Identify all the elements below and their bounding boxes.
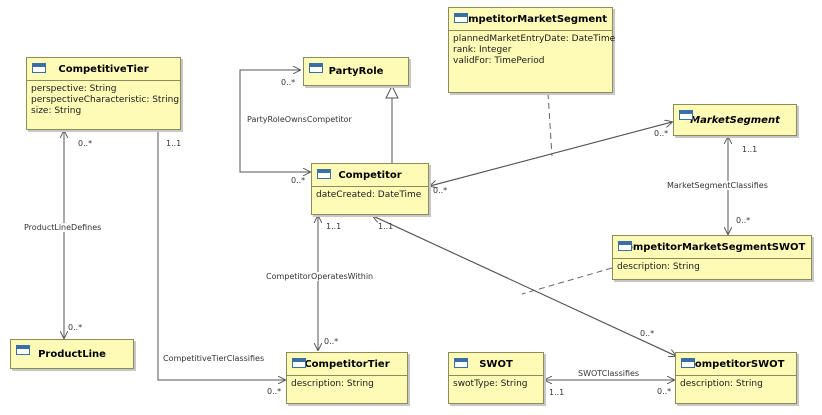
class-name: CompetitorMarketSegmentSWOT [618, 241, 806, 253]
class-icon [681, 358, 695, 368]
multiplicity: 0..* [654, 129, 669, 138]
class-name: SWOT [479, 358, 513, 370]
attribute: description: String [680, 379, 763, 389]
class-icon [454, 13, 468, 23]
class-icon [618, 241, 632, 251]
multiplicity: 0..* [281, 78, 296, 87]
class-product-line[interactable]: ProductLine [10, 339, 134, 369]
assoc-competitive-tier-classifies [157, 131, 285, 380]
class-icon [679, 110, 693, 120]
generalization-triangle [385, 84, 399, 99]
multiplicity: 1..1 [166, 139, 182, 148]
multiplicity: 0..* [736, 216, 751, 225]
class-competitor-market-segment-swot[interactable]: CompetitorMarketSegmentSWOT description:… [612, 235, 812, 280]
association-label: MarketSegmentClassifies [667, 181, 768, 190]
association-label: PartyRoleOwnsCompetitor [247, 115, 352, 124]
class-competitor-swot[interactable]: CompetitorSWOT description: String [675, 352, 797, 404]
multiplicity: 0..* [267, 387, 282, 396]
multiplicity: 0..* [78, 139, 93, 148]
class-name: Competitor [338, 169, 402, 181]
association-label: CompetitiveTierClassifies [163, 354, 265, 363]
attribute: size: String [31, 106, 82, 116]
attribute: dateCreated: DateTime [316, 190, 422, 200]
class-swot[interactable]: SWOT swotType: String [448, 352, 544, 404]
attribute: swotType: String [453, 379, 528, 389]
class-icon [317, 169, 331, 179]
attribute: validFor: TimePeriod [453, 56, 545, 66]
attribute: description: String [617, 262, 700, 272]
multiplicity: 0..* [324, 337, 339, 346]
class-icon [16, 345, 30, 355]
assoc-class-link-cms [547, 92, 553, 157]
class-party-role[interactable]: PartyRole [303, 57, 409, 86]
class-name: CompetitorMarketSegment [453, 13, 608, 25]
multiplicity: 1..1 [742, 145, 758, 154]
class-competitive-tier[interactable]: CompetitiveTier perspective: String pers… [26, 57, 181, 130]
class-competitor[interactable]: Competitor dateCreated: DateTime [311, 163, 429, 215]
attribute: rank: Integer [453, 45, 512, 55]
class-market-segment[interactable]: MarketSegment [673, 104, 797, 136]
association-label: SWOTClassifies [578, 369, 640, 378]
class-name: MarketSegment [690, 114, 780, 126]
class-icon [32, 63, 46, 73]
assoc-class-link-cmsswot [521, 267, 613, 295]
attribute: description: String [291, 379, 374, 389]
attribute: perspectiveCharacteristic: String [31, 95, 180, 105]
class-icon [309, 63, 323, 73]
association-label: ProductLineDefines [24, 223, 102, 232]
class-icon [292, 358, 306, 368]
attribute: plannedMarketEntryDate: DateTime [453, 34, 616, 44]
class-name: CompetitorSWOT [687, 358, 785, 370]
multiplicity: 1..1 [549, 388, 565, 397]
assoc-competitor-market-segment-back [430, 121, 673, 186]
class-name: ProductLine [38, 348, 106, 360]
class-name: CompetitiveTier [58, 63, 149, 75]
class-name: CompetitorTier [304, 358, 390, 370]
multiplicity: 0..* [68, 323, 83, 332]
class-competitor-market-segment[interactable]: CompetitorMarketSegment plannedMarketEnt… [448, 7, 616, 93]
class-name: PartyRole [328, 66, 384, 77]
multiplicity: 0..* [657, 387, 672, 396]
class-competitor-tier[interactable]: CompetitorTier description: String [286, 352, 408, 404]
multiplicity: 0..* [291, 176, 306, 185]
multiplicity: 1..1 [326, 222, 342, 231]
attribute: perspective: String [31, 84, 117, 94]
class-icon [454, 358, 468, 368]
association-label: CompetitorOperatesWithin [266, 272, 374, 281]
multiplicity: 0..* [433, 186, 448, 195]
assoc-competitor-swot-back [373, 216, 677, 357]
multiplicity: 1..1 [378, 222, 394, 231]
multiplicity: 0..* [640, 329, 655, 338]
